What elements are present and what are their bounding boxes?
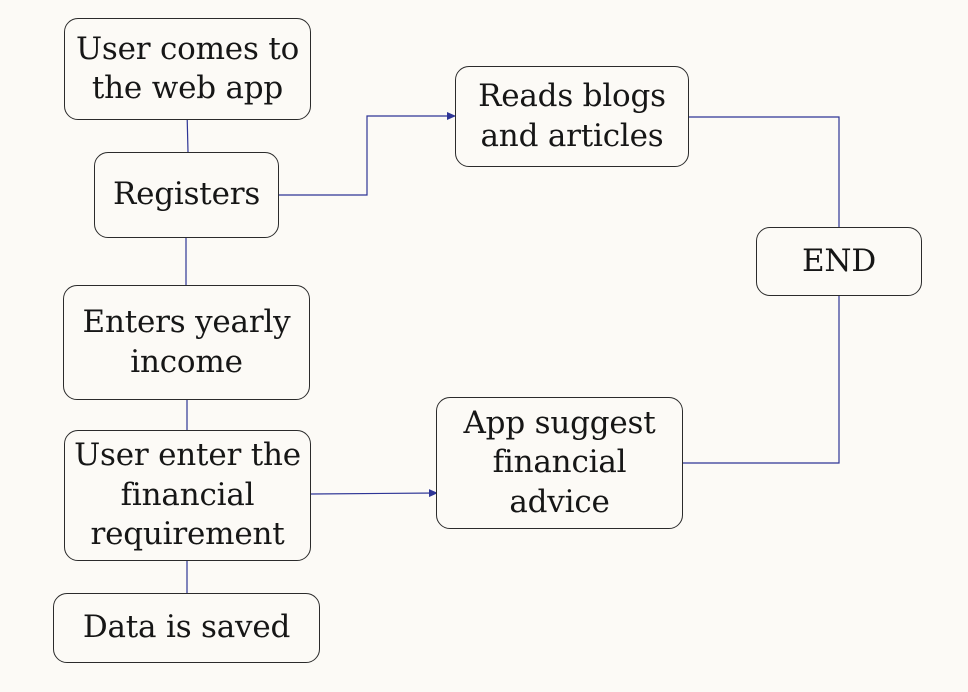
node-end: END xyxy=(756,227,922,296)
node-registers: Registers xyxy=(94,152,279,238)
connector-registers-to-blogs xyxy=(279,112,456,196)
connector-requirement-to-advice xyxy=(310,489,438,498)
node-data-is-saved: Data is saved xyxy=(53,593,320,663)
node-app-suggest-financial-advice: App suggest financial advice xyxy=(436,397,683,529)
connector-advice-to-end xyxy=(683,296,840,464)
node-user-comes-to-web-app: User comes to the web app xyxy=(64,18,311,120)
node-user-enter-financial-requirement: User enter the financial requirement xyxy=(64,430,311,561)
connector-blogs-to-end xyxy=(689,116,840,227)
node-enters-yearly-income: Enters yearly income xyxy=(63,285,310,400)
node-reads-blogs-and-articles: Reads blogs and articles xyxy=(455,66,689,167)
